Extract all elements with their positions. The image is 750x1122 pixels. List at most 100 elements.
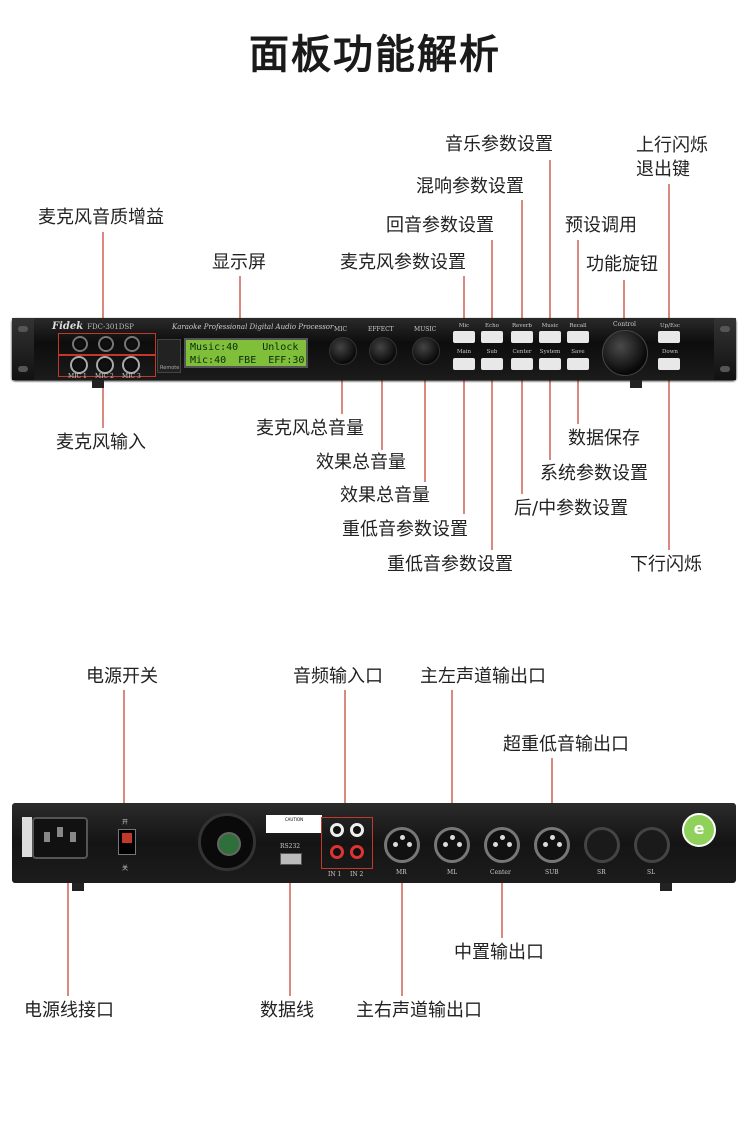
btn-label-music: Music [541,323,559,329]
down-button[interactable] [658,358,680,370]
label-bass-params-1: 重低音参数设置 [342,519,468,540]
label-mic-quality-gain: 麦克风音质增益 [38,207,164,228]
music-button[interactable] [539,331,561,343]
audio-input-box [321,817,373,869]
mic-label-1: MIC 1 [68,373,87,380]
center-button[interactable] [511,358,533,370]
rca-in2-right[interactable] [350,845,364,859]
label-up-exit: 上行闪烁 退出键 [636,135,708,180]
knob-label-mic: MIC [334,326,348,333]
xlr-label-ml: ML [447,869,458,876]
label-display: 显示屏 [212,252,266,273]
cooling-fan [198,813,256,871]
mic-gain-box [58,333,156,355]
label-preset-recall: 预设调用 [565,215,637,236]
label-mic-params: 麦克风参数设置 [340,252,466,273]
btn-label-center: Center [512,349,532,355]
xlr-label-sub: SUB [545,869,559,876]
label-down-flash: 下行闪烁 [630,554,702,575]
btn-label-system: System [539,349,561,355]
mic-label-3: MIC 3 [122,373,141,380]
save-button[interactable] [567,358,589,370]
label-effect-master-1: 效果总音量 [316,452,406,473]
up-esc-button[interactable] [658,331,680,343]
label-reverb-params: 混响参数设置 [416,176,524,197]
front-foot-right [630,380,642,388]
label-sub-out: 超重低音输出口 [503,734,629,755]
mic-gain-knob-3[interactable] [124,336,140,352]
rear-panel: 开 关 CAUTION RS232 IN 1 IN 2 MR ML Center… [12,803,736,883]
xlr-ml[interactable] [434,827,470,863]
rear-foot-right [660,883,672,891]
lcd-line-2: Mic:40 FBE EFF:30 [190,355,305,366]
label-function-knob: 功能旋钮 [586,254,658,275]
rca-in1-left[interactable] [330,823,344,837]
mic-volume-knob[interactable] [329,337,357,365]
xlr-mr[interactable] [384,827,420,863]
echo-button[interactable] [481,331,503,343]
mic-jack-3[interactable] [122,356,140,374]
xlr-sub[interactable] [534,827,570,863]
lcd-line-1: Music:40 Unlock [190,342,299,353]
label-bass-params-2: 重低音参数设置 [387,554,513,575]
control-label: Control [613,321,636,328]
btn-label-save: Save [571,349,585,355]
front-foot-left [92,380,104,388]
mic-gain-knob-2[interactable] [98,336,114,352]
btn-label-sub: Sub [486,349,498,355]
switch-on-label: 开 [122,819,129,826]
main-button[interactable] [453,358,475,370]
btn-label-down: Down [662,349,678,355]
label-rear-center-params: 后/中参数设置 [514,498,629,519]
power-socket[interactable] [32,817,88,859]
effect-volume-knob[interactable] [369,337,397,365]
device-subtitle: Karaoke Professional Digital Audio Proce… [172,323,334,331]
label-data-save: 数据保存 [568,428,640,449]
label-power-switch: 电源开关 [86,666,158,687]
rs232-label: RS232 [280,843,301,850]
rear-foot-left [72,883,84,891]
xlr-sr-blank [584,827,620,863]
xlr-center[interactable] [484,827,520,863]
sub-button[interactable] [481,358,503,370]
rack-ear-left [12,318,34,380]
btn-label-reverb: Reverb [512,323,532,329]
music-volume-knob[interactable] [412,337,440,365]
label-system-params: 系统参数设置 [540,463,648,484]
recall-button[interactable] [567,331,589,343]
mic-label-2: MIC 2 [95,373,114,380]
mic-jack-2[interactable] [96,356,114,374]
xlr-label-sr: SR [597,869,606,876]
mic-button[interactable] [453,331,475,343]
rca-label-in2: IN 2 [350,871,364,878]
rca-in1-right[interactable] [330,845,344,859]
warning-label: CAUTION [266,815,322,833]
label-mic-input: 麦克风输入 [56,432,146,453]
reverb-button[interactable] [511,331,533,343]
rca-label-in1: IN 1 [328,871,342,878]
rack-ear-right [714,318,736,380]
mic-input-box [58,355,156,377]
label-audio-input: 音频输入口 [293,666,383,687]
rs232-port[interactable] [280,853,302,865]
rca-in2-left[interactable] [350,823,364,837]
btn-label-recall: Recall [569,323,587,329]
mic-gain-knob-1[interactable] [72,336,88,352]
page-title: 面板功能解析 [249,32,501,78]
power-switch[interactable] [118,829,136,855]
label-power-socket: 电源线接口 [24,1000,114,1021]
system-button[interactable] [539,358,561,370]
mic-jack-1[interactable] [70,356,88,374]
xlr-sl-blank [634,827,670,863]
btn-label-main: Main [456,349,472,355]
label-echo-params: 回音参数设置 [386,215,494,236]
btn-label-mic: Mic [458,323,470,329]
xlr-label-mr: MR [396,869,407,876]
label-center-out: 中置输出口 [454,942,544,963]
control-knob[interactable] [602,330,648,376]
label-main-left-out: 主左声道输出口 [420,666,546,687]
label-music-params: 音乐参数设置 [445,134,553,155]
switch-off-label: 关 [122,865,129,872]
